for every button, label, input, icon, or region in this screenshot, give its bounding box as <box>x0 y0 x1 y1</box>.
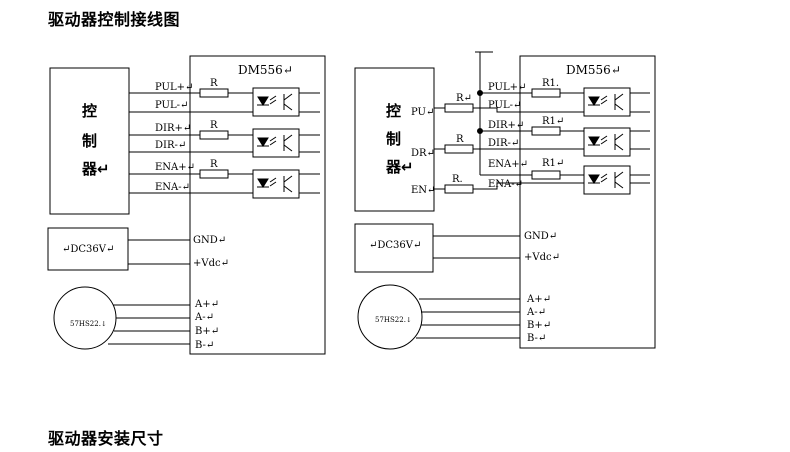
left-sig-dir-minus: DIR-↵ <box>155 140 186 151</box>
right-pin-gnd: GND↵ <box>524 231 557 242</box>
right-controller-char-1: 控 <box>386 102 401 120</box>
right-pin-b-plus: B+↵ <box>527 320 551 331</box>
left-sig-ena-plus: ENA+↵ <box>155 162 195 173</box>
resistor-icon <box>199 88 229 98</box>
right-pin-vdc: +Vdc↵ <box>524 252 560 263</box>
right-pin-b-minus: B-↵ <box>527 333 546 344</box>
left-pin-a-minus: A-↵ <box>194 312 214 323</box>
right-ctrl-pin-en: EN↵ <box>411 185 435 196</box>
right-power-supply-label: ↵DC36V↵ <box>369 240 421 251</box>
left-pin-vdc: +Vdc↵ <box>193 258 229 269</box>
right-ctrl-pin-dr: DR↵ <box>411 148 435 159</box>
left-sig-pul-plus: PUL+↵ <box>155 82 193 93</box>
right-diagram: 控 制 器↵ PU↵ DR↵ EN↵ R↵ R R. DM556↵ PUL+↵ … <box>354 51 656 350</box>
left-pin-b-minus: B-↵ <box>195 340 214 351</box>
left-pin-b-plus: B+↵ <box>195 326 219 337</box>
right-power-supply-box <box>354 223 434 273</box>
optocoupler-icon <box>583 127 631 157</box>
left-sig-ena-minus: ENA-↵ <box>155 182 190 193</box>
left-controller-box <box>49 67 130 215</box>
resistor-icon <box>444 103 474 113</box>
mounting-heading: 驱动器安装尺寸 <box>48 429 164 448</box>
right-driver-box <box>519 55 656 349</box>
right-int-res-2: R1↵ <box>542 116 564 127</box>
resistor-icon <box>531 126 561 136</box>
right-int-res-1: R1. <box>542 78 559 89</box>
right-ext-res-1: R↵ <box>456 93 472 104</box>
left-controller-char-3: 器↵ <box>81 160 110 178</box>
resistor-icon <box>531 170 561 180</box>
right-ext-res-2: R <box>456 134 464 145</box>
right-sig-pul-minus: PUL-↵ <box>488 100 521 111</box>
optocoupler-icon <box>252 87 300 117</box>
wiring-heading: 驱动器控制接线图 <box>48 10 181 29</box>
right-driver-title: DM556↵ <box>566 63 621 77</box>
resistor-icon <box>199 130 229 140</box>
resistor-icon <box>444 184 474 194</box>
right-sig-pul-plus: PUL+↵ <box>488 82 526 93</box>
optocoupler-icon <box>252 169 300 199</box>
left-sig-pul-minus: PUL-↵ <box>155 100 188 111</box>
right-int-res-3: R1↵ <box>542 158 564 169</box>
optocoupler-icon <box>583 87 631 117</box>
right-ctrl-pin-pu: PU↵ <box>411 107 434 118</box>
right-ext-res-3: R. <box>452 174 463 185</box>
optocoupler-icon <box>583 165 631 195</box>
left-power-supply-box <box>47 227 129 271</box>
left-power-supply-label: ↵DC36V↵ <box>62 244 114 255</box>
left-sig-dir-plus: DIR+↵ <box>155 123 191 134</box>
left-driver-title: DM556↵ <box>238 63 293 77</box>
left-controller-char-1: 控 <box>82 102 97 120</box>
right-sig-dir-plus: DIR+↵ <box>488 120 524 131</box>
right-motor-label: 57HS22.↓ <box>375 316 412 324</box>
resistor-icon <box>444 144 474 154</box>
motor-icon <box>53 286 117 350</box>
right-pin-a-minus: A-↵ <box>526 307 546 318</box>
left-res-label-1: R <box>210 78 218 89</box>
left-res-label-3: R <box>210 159 218 170</box>
right-sig-dir-minus: DIR-↵ <box>488 138 519 149</box>
left-driver-box <box>189 55 326 355</box>
left-pin-gnd: GND↵ <box>193 235 226 246</box>
resistor-icon <box>531 88 561 98</box>
left-diagram: 控 制 器↵ DM556↵ PUL+↵ PUL-↵ DIR+↵ DIR-↵ EN… <box>47 55 326 355</box>
right-controller-char-2: 制 <box>386 130 401 148</box>
right-controller-box <box>354 67 435 212</box>
left-res-label-2: R <box>210 120 218 131</box>
optocoupler-icon <box>252 128 300 158</box>
motor-icon <box>357 284 423 350</box>
right-sig-ena-minus: ENA-↵ <box>488 179 523 190</box>
left-controller-char-2: 制 <box>82 132 97 150</box>
left-pin-a-plus: A+↵ <box>194 299 219 310</box>
right-pin-a-plus: A+↵ <box>526 294 551 305</box>
right-sig-ena-plus: ENA+↵ <box>488 159 528 170</box>
right-controller-char-3: 器↵ <box>385 158 414 176</box>
left-motor-label: 57HS22.↓ <box>70 320 107 328</box>
resistor-icon <box>199 169 229 179</box>
